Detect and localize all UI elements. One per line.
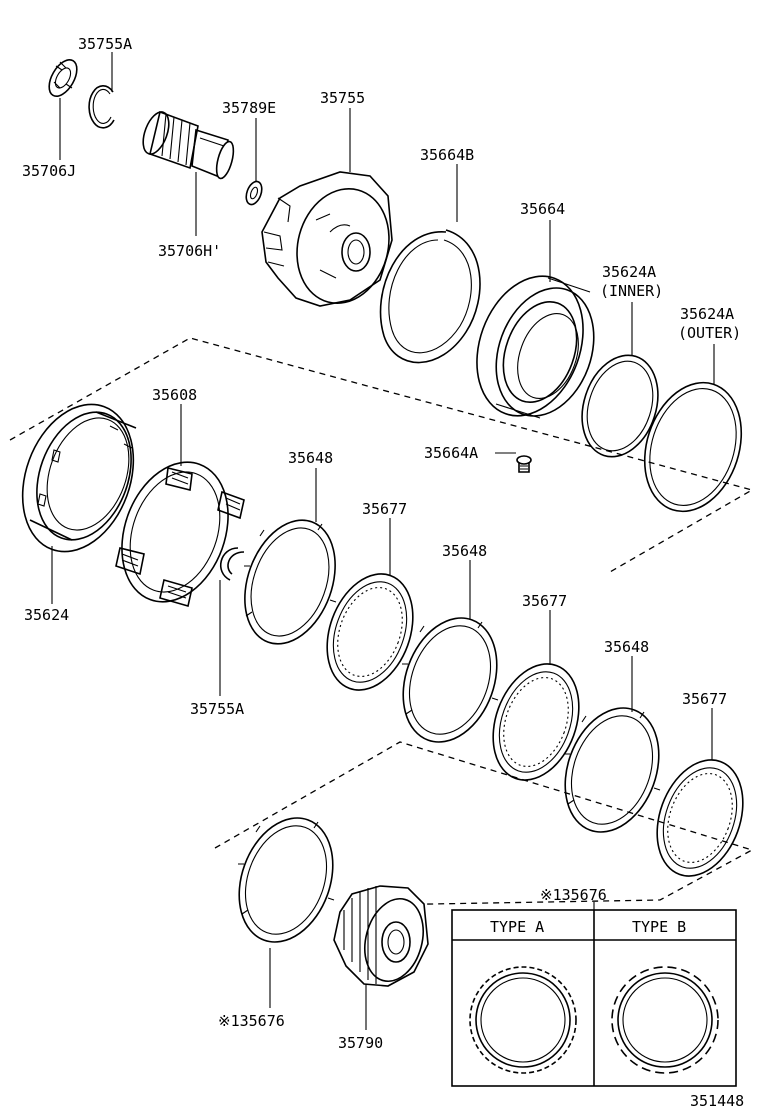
figure-number: 351448 <box>690 1092 744 1110</box>
label-35706H: 35706H' <box>158 242 221 260</box>
label-35677-3: 35677 <box>682 690 727 708</box>
label-inner: (INNER) <box>600 282 663 300</box>
part-35706H-shaft <box>142 110 235 180</box>
part-35664-piston <box>476 275 595 419</box>
part-35648-plate-3 <box>564 707 661 833</box>
part-35755A-snap-ring-lower <box>219 547 245 581</box>
type-variant-box <box>451 909 737 1087</box>
leader-lines <box>51 52 715 1030</box>
part-35789E-washer <box>245 180 263 206</box>
part-35677-disc-3 <box>656 759 744 877</box>
label-35664B: 35664B <box>420 146 474 164</box>
label-35676-box: ※135676 <box>540 886 607 904</box>
part-35624A-outer-oring <box>643 381 743 513</box>
label-35664: 35664 <box>520 200 565 218</box>
type-b-plate-illustration <box>611 966 719 1074</box>
part-35648-plate-2 <box>402 617 499 743</box>
dashed-assembly-boundary-upper <box>9 337 754 573</box>
type-a-plate-illustration <box>469 966 577 1074</box>
label-35608: 35608 <box>152 386 197 404</box>
dashed-assembly-boundary-lower <box>214 741 754 906</box>
part-35648-plate-1 <box>244 519 337 645</box>
label-35677-2: 35677 <box>522 592 567 610</box>
label-type-b: TYPE B <box>632 918 686 936</box>
label-35676-lower: ※135676 <box>218 1012 285 1030</box>
label-35624: 35624 <box>24 606 69 624</box>
part-35608-spring-retainer <box>115 461 245 608</box>
label-type-a: TYPE A <box>490 918 544 936</box>
label-35648-1: 35648 <box>288 449 333 467</box>
label-35755A-lower: 35755A <box>190 700 244 718</box>
label-35648-2: 35648 <box>442 542 487 560</box>
part-35624A-inner-oring <box>581 354 659 458</box>
part-35755-drum <box>261 171 393 307</box>
label-35755: 35755 <box>320 89 365 107</box>
part-labels: 35755A 35706J 35789E 35755 35706H' 35664… <box>22 35 744 1110</box>
part-35664A-bolt <box>516 455 532 473</box>
part-35676-plate <box>238 817 335 943</box>
label-35706J: 35706J <box>22 162 76 180</box>
part-35664B-snap-ring <box>379 229 481 364</box>
label-35789E: 35789E <box>222 99 276 117</box>
label-35664A: 35664A <box>424 444 478 462</box>
label-35624A-outer: 35624A <box>680 305 734 323</box>
part-35706J-bearing <box>48 59 78 97</box>
label-35648-3: 35648 <box>604 638 649 656</box>
part-35677-disc-2 <box>492 663 580 781</box>
label-35677-1: 35677 <box>362 500 407 518</box>
label-outer: (OUTER) <box>678 324 741 342</box>
part-35624-cylinder <box>21 403 137 553</box>
part-35790-hub <box>333 885 429 987</box>
label-35790: 35790 <box>338 1034 383 1052</box>
label-35755A-top: 35755A <box>78 35 132 53</box>
label-35624A-inner: 35624A <box>602 263 656 281</box>
part-35755A-snap-ring-top <box>88 85 115 129</box>
